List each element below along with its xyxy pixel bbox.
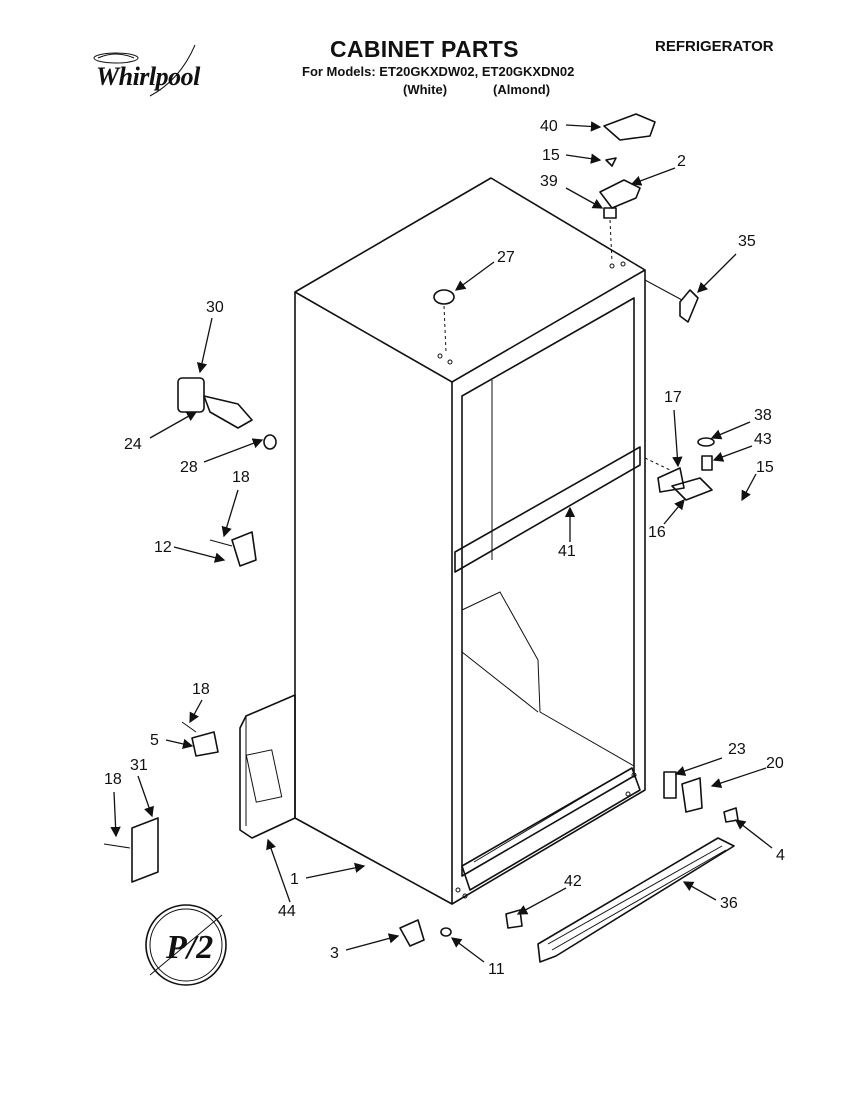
part-label-31: 31 [130, 757, 148, 774]
hinge-pin-bracket-part [657, 467, 685, 493]
hinge-pin-part [701, 455, 713, 471]
mullion-divider-part [454, 446, 641, 573]
part-label-42: 42 [564, 873, 582, 890]
part-label-18-upper: 18 [232, 469, 250, 486]
part-label-28: 28 [180, 459, 198, 476]
hinge-washer-part [697, 437, 715, 447]
part-label-3: 3 [330, 945, 339, 962]
hinge-bushing-part [603, 207, 617, 219]
roller-part [399, 919, 425, 947]
rear-panel-part [239, 694, 296, 839]
part-label-44: 44 [278, 903, 296, 920]
part-label-27: 27 [497, 249, 515, 266]
roller-screw-part [440, 927, 452, 937]
cabinet-body [294, 177, 646, 905]
part-label-35: 35 [738, 233, 756, 250]
part-label-15-mid: 15 [756, 459, 774, 476]
control-shaft-part [203, 395, 253, 429]
part-label-41: 41 [558, 543, 576, 560]
color-almond-label: (Almond) [493, 82, 551, 97]
part-label-43: 43 [754, 431, 772, 448]
side-cover-part [131, 817, 159, 883]
part-label-4: 4 [776, 847, 785, 864]
part-label-30: 30 [206, 299, 224, 316]
part-label-1: 1 [290, 871, 299, 888]
models-line: For Models: ET20GKXDW02, ET20GKXDN02 [302, 64, 575, 79]
logo-seal-icon [145, 904, 227, 986]
control-knob-washer-part [263, 434, 277, 450]
part-label-20: 20 [766, 755, 784, 772]
part-labels: 40 15 2 39 35 27 30 24 28 18 12 17 38 43… [104, 118, 785, 978]
part-label-11: 11 [488, 961, 505, 978]
part-label-24: 24 [124, 436, 142, 453]
hinge-screw-part [605, 157, 617, 167]
latch-part [231, 531, 257, 567]
page-title: CABINET PARTS [330, 36, 519, 62]
color-white-label: (White) [403, 82, 448, 97]
control-bezel-part [177, 377, 205, 413]
part-label-5: 5 [150, 732, 159, 749]
part-label-40: 40 [540, 118, 558, 135]
lower-hinge-part [191, 731, 219, 757]
part-label-36: 36 [720, 895, 738, 912]
part-label-17: 17 [664, 389, 682, 406]
top-hinge-part [599, 179, 641, 209]
toe-grille-part [537, 837, 735, 963]
part-label-15-top: 15 [542, 147, 560, 164]
leveler-bracket-part [663, 771, 677, 799]
leveler-screw-part [723, 807, 739, 823]
part-label-12: 12 [154, 539, 172, 556]
category-label: REFRIGERATOR [655, 38, 774, 55]
logo-seal-text: P/2 [165, 929, 213, 966]
part-label-38: 38 [754, 407, 772, 424]
whirlpool-logo-icon [93, 44, 196, 97]
part-label-16: 16 [648, 524, 666, 541]
part-label-18-mid: 18 [192, 681, 210, 698]
grille-clip-part [505, 909, 523, 929]
part-label-39: 39 [540, 173, 558, 190]
part-label-18-lower: 18 [104, 771, 122, 788]
leveler-part [681, 777, 703, 813]
leader-lines [110, 121, 773, 963]
hinge-cover-part [603, 113, 656, 141]
hinge-plug-part [679, 289, 699, 323]
center-hinge-part [671, 477, 713, 501]
part-label-2: 2 [677, 153, 686, 170]
top-plug-part [433, 289, 455, 305]
part-label-23: 23 [728, 741, 746, 758]
